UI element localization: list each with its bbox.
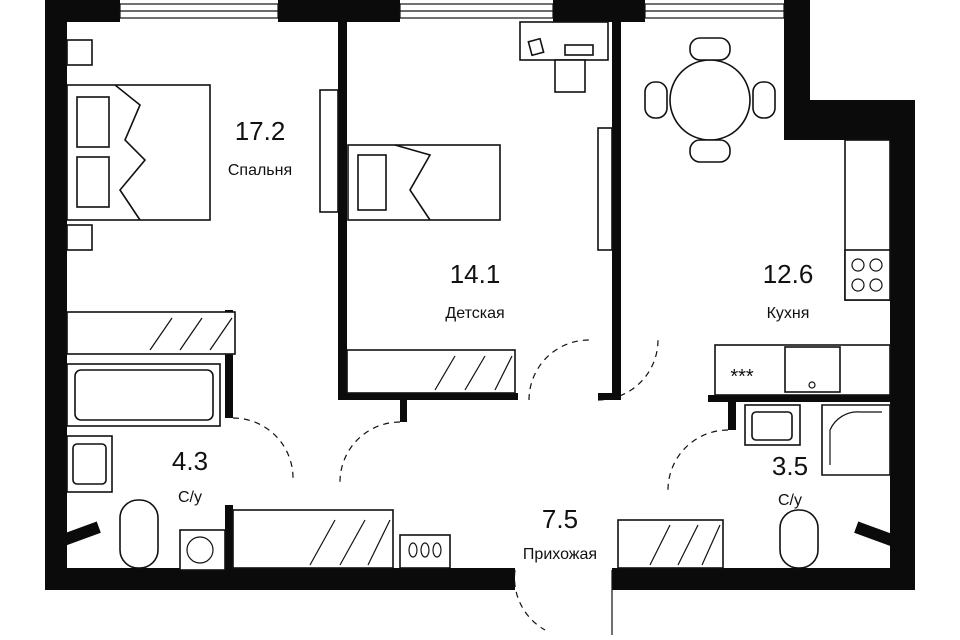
- hob-icon: ***: [730, 366, 754, 388]
- bath2-label: 3.5 С/у: [772, 451, 808, 509]
- kitchen-area: 12.6: [763, 259, 814, 289]
- door-swings: [232, 339, 729, 635]
- bath2-name: С/у: [778, 492, 802, 509]
- outer-walls: [45, 0, 915, 590]
- hall-name: Прихожая: [523, 546, 597, 563]
- kitchen-name: Кухня: [767, 305, 810, 322]
- bath1-area: 4.3: [172, 446, 208, 476]
- hall-label: 7.5 Прихожая: [523, 504, 597, 563]
- bath1-name: С/у: [178, 489, 202, 506]
- kitchen-label: 12.6 Кухня: [763, 259, 814, 322]
- bath1-label: 4.3 С/у: [172, 446, 208, 506]
- hall-area: 7.5: [542, 504, 578, 534]
- kids-furniture: [319, 21, 613, 394]
- kids-area: 14.1: [450, 259, 501, 289]
- kids-label: 14.1 Детская: [445, 259, 504, 322]
- bedroom-area: 17.2: [235, 116, 286, 146]
- bath2-area: 3.5: [772, 451, 808, 481]
- interior-walls: [225, 22, 898, 575]
- windows: [119, 3, 785, 19]
- kitchen-furniture: [644, 37, 891, 396]
- bath2-fixtures: [744, 404, 891, 569]
- bedroom-label: 17.2 Спальня: [228, 116, 292, 179]
- bath1-fixtures: [66, 363, 226, 571]
- kids-name: Детская: [445, 305, 504, 322]
- bedroom-furniture: [66, 39, 236, 355]
- bedroom-name: Спальня: [228, 162, 292, 179]
- hall-furniture: [232, 509, 724, 569]
